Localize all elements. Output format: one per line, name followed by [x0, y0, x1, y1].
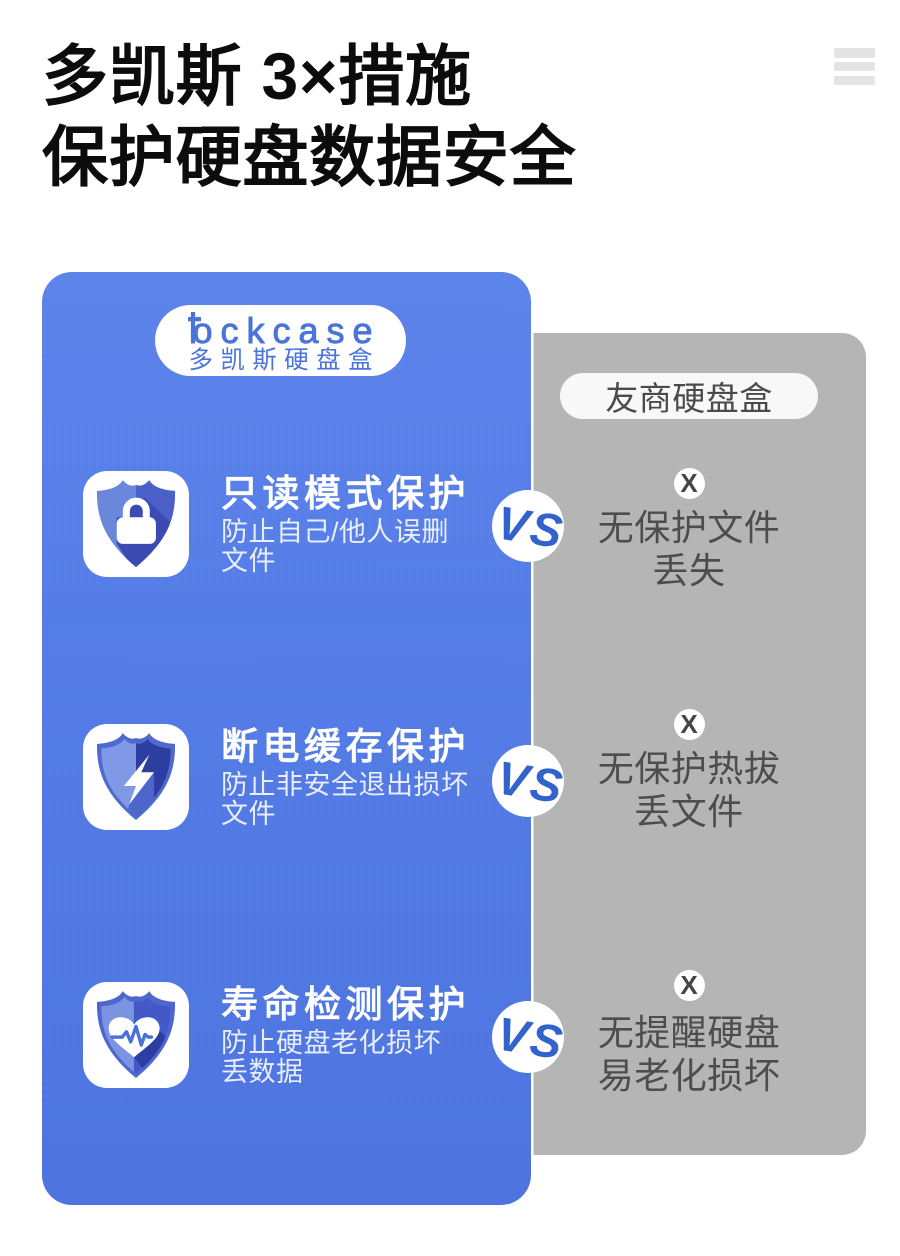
- feature-text-block: 寿命检测保护 防止硬盘老化损坏丢数据: [221, 982, 521, 1088]
- drawback-text-line: 无提醒硬盘: [597, 1011, 781, 1053]
- feature-description: 防止硬盘老化损坏丢数据: [221, 1029, 521, 1087]
- vs-badge: VS: [492, 490, 569, 562]
- dockcase-wordmark: ockcase: [192, 310, 381, 351]
- drawback-text-line: 丢文件: [634, 791, 744, 832]
- vs-label: VS: [493, 495, 569, 558]
- shield-heartbeat-icon: [83, 982, 189, 1088]
- drawback-text: 无保护文件丢失: [598, 506, 781, 592]
- hamburger-menu-icon[interactable]: [834, 48, 875, 85]
- drawback-text-line: 无保护热拔: [597, 748, 781, 789]
- competitor-label: 友商硬盘盒: [605, 380, 773, 417]
- drawback-row: X 无保护热拔丢文件: [512, 709, 866, 833]
- page-title: 多凯斯 3×措施 保护硬盘数据安全: [42, 36, 576, 198]
- drawback-text-line: 丢失: [652, 550, 726, 591]
- competitor-card: 友商硬盘盒 X 无保护文件丢失 X 无保护热拔丢文件 X 无提醒硬盘易老化损坏: [512, 333, 866, 1155]
- menu-bar: [834, 61, 875, 72]
- feature-description: 防止自己/他人误删文件: [221, 518, 521, 576]
- dockcase-logo-mark-icon: [188, 312, 201, 344]
- brand-card: ockcase 多凯斯硬盘盒 只读模式保护 防止自己/他人误删文件: [42, 272, 531, 1205]
- vs-label: VS: [493, 750, 569, 813]
- dockcase-logo: ockcase: [155, 305, 406, 376]
- menu-bar: [834, 48, 875, 58]
- vs-label: VS: [493, 1006, 569, 1069]
- feature-text-block: 断电缓存保护 防止非安全退出损坏文件: [221, 724, 521, 830]
- x-mark-icon: X: [673, 709, 705, 740]
- drawback-text-line: 易老化损坏: [597, 1054, 781, 1096]
- feature-title: 只读模式保护: [221, 473, 470, 514]
- feature-title: 断电缓存保护: [221, 726, 470, 767]
- shield-lightning-icon: [83, 724, 189, 830]
- feature-description-line: 丢数据: [221, 1057, 304, 1087]
- feature-description-line: 防止硬盘老化损坏: [221, 1028, 441, 1058]
- brand-logo-pill: ockcase 多凯斯硬盘盒: [155, 305, 406, 376]
- page-title-line2: 保护硬盘数据安全: [42, 120, 577, 194]
- feature-description: 防止非安全退出损坏文件: [221, 771, 521, 829]
- feature-row: 断电缓存保护 防止非安全退出损坏文件: [83, 724, 521, 830]
- x-mark-icon: X: [673, 970, 705, 1001]
- x-mark-icon: X: [673, 468, 705, 499]
- feature-row: 只读模式保护 防止自己/他人误删文件: [83, 471, 521, 577]
- drawback-row: X 无保护文件丢失: [512, 468, 866, 592]
- menu-bar: [834, 75, 875, 85]
- shield-lock-icon: [83, 471, 189, 577]
- feature-description-line: 防止自己/他人误删: [221, 517, 450, 547]
- drawback-row: X 无提醒硬盘易老化损坏: [512, 970, 866, 1097]
- page-title-line1: 多凯斯 3×措施: [42, 39, 472, 113]
- feature-title: 寿命检测保护: [221, 984, 470, 1025]
- feature-text-block: 只读模式保护 防止自己/他人误删文件: [221, 471, 521, 577]
- feature-description-line: 文件: [221, 799, 276, 829]
- drawback-text: 无保护热拔丢文件: [598, 747, 781, 833]
- feature-description-line: 文件: [221, 546, 276, 576]
- competitor-label-pill: 友商硬盘盒: [560, 373, 818, 419]
- feature-row: 寿命检测保护 防止硬盘老化损坏丢数据: [83, 982, 521, 1088]
- drawback-text-line: 无保护文件: [597, 507, 781, 548]
- drawback-text: 无提醒硬盘易老化损坏: [598, 1011, 781, 1097]
- vs-badge: VS: [492, 745, 569, 817]
- dockcase-logo-subtitle: 多凯斯硬盘盒: [188, 347, 380, 374]
- vs-badge: VS: [492, 1001, 569, 1073]
- feature-description-line: 防止非安全退出损坏: [221, 770, 469, 800]
